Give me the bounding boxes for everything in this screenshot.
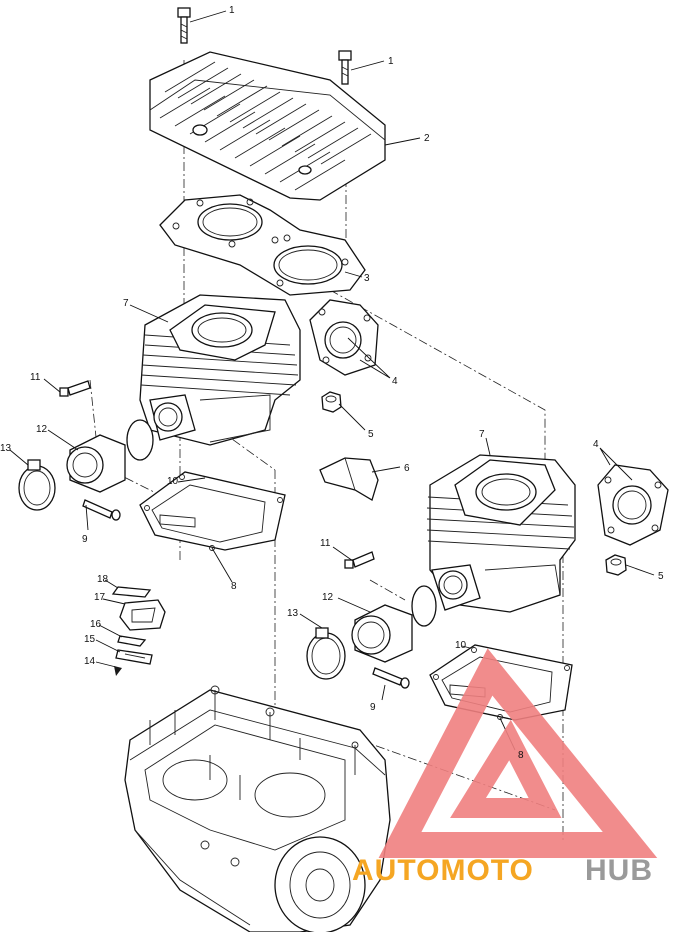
callout-6: 6 — [404, 463, 410, 474]
callout-1: 1 — [229, 5, 235, 16]
reed-gasket-16 — [117, 635, 147, 647]
head-gasket — [159, 194, 366, 296]
reed-cage-17 — [119, 599, 166, 631]
o-ring-left — [126, 419, 154, 461]
callout-11: 11 — [320, 538, 331, 549]
reed-stop-15 — [115, 649, 153, 665]
cylinder-right — [426, 454, 576, 613]
callout-10: 10 — [455, 640, 467, 651]
callout-10: 10 — [167, 476, 179, 487]
callout-17: 17 — [94, 592, 106, 603]
intake-clamp-right — [306, 627, 346, 680]
cylinder-left — [139, 294, 301, 446]
intake-adapter-left — [66, 434, 126, 493]
crankcase — [124, 685, 391, 932]
automotohub-watermark: AUTOMOTO HUB — [352, 648, 658, 887]
callout-9: 9 — [370, 702, 376, 713]
callout-11: 11 — [30, 372, 41, 383]
exhaust-nut-right — [605, 554, 627, 576]
callout-13: 13 — [287, 608, 299, 619]
callout-7: 7 — [123, 298, 129, 309]
reed-petal-18 — [111, 586, 152, 598]
base-gasket-left — [139, 471, 286, 551]
intake-adapter-right — [351, 604, 413, 663]
callout-2: 2 — [424, 133, 430, 144]
watermark-triangle — [378, 648, 658, 858]
callout-18: 18 — [97, 574, 109, 585]
head-bolt-left — [177, 7, 191, 44]
exhaust-gasket-left — [309, 299, 379, 376]
callout-14: 14 — [84, 656, 96, 667]
stud-9-right — [372, 667, 410, 689]
bolt-11-left — [59, 380, 91, 397]
exhaust-gasket-right — [597, 464, 669, 546]
callout-1: 1 — [388, 56, 394, 67]
head-bolt-right — [338, 50, 352, 85]
callout-12: 12 — [322, 592, 334, 603]
watermark-text-orange: AUTOMOTO — [352, 854, 534, 887]
callout-8: 8 — [231, 581, 237, 592]
callout-12: 12 — [36, 424, 48, 435]
cylinder-head — [149, 51, 386, 201]
intake-clamp-left — [18, 459, 56, 511]
callout-numbers: 1 1 2 3 4 5 6 7 11 12 13 10 9 8 18 17 16… — [0, 5, 664, 761]
callout-7: 7 — [479, 429, 485, 440]
callout-4: 4 — [392, 376, 398, 387]
exhaust-nut-left — [321, 391, 342, 413]
callout-9: 9 — [82, 534, 88, 545]
watermark-text-grey: HUB — [585, 854, 653, 887]
watermark-inner-triangle — [450, 719, 562, 818]
stud-9-left — [82, 499, 121, 521]
callout-16: 16 — [90, 619, 102, 630]
screw-14 — [114, 666, 122, 676]
callout-3: 3 — [364, 273, 370, 284]
callout-15: 15 — [84, 634, 96, 645]
callout-5: 5 — [658, 571, 664, 582]
callout-5: 5 — [368, 429, 374, 440]
callout-8: 8 — [518, 750, 524, 761]
callout-4: 4 — [593, 439, 599, 450]
bolt-11-right — [344, 551, 375, 569]
o-ring-right — [411, 585, 437, 627]
callout-13: 13 — [0, 443, 12, 454]
bracket — [319, 457, 379, 501]
